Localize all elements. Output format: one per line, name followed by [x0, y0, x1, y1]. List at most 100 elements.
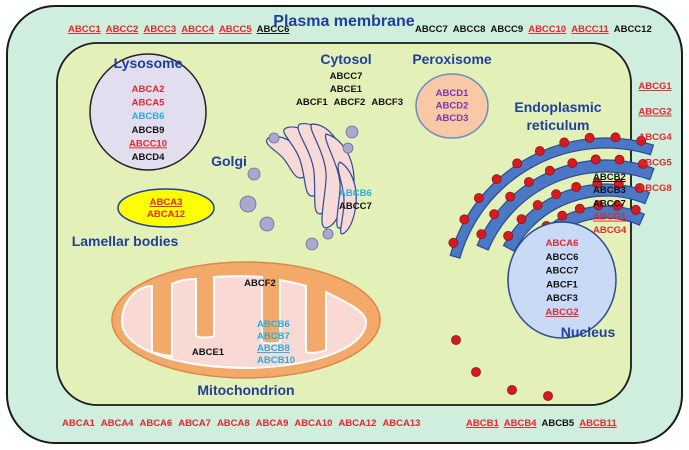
ribosome-dot [507, 385, 517, 395]
gene-label-abcb1: ABCB1 [466, 418, 499, 429]
ribosome-dot [567, 158, 578, 168]
gene-label-abcf1: ABCF1 [296, 97, 328, 108]
gene-label-abca4: ABCA4 [101, 418, 134, 429]
gene-label-abca12: ABCA12 [338, 418, 376, 429]
golgi-title: Golgi [211, 153, 247, 169]
ribosome-dot [593, 200, 604, 211]
plasma-membrane-title: Plasma membrane [273, 13, 415, 30]
gene-label-abcg1: ABCG1 [638, 81, 672, 92]
gene-label-abcb6: ABCB6 [132, 111, 165, 122]
golgi-shape [266, 123, 357, 235]
gene-label-abcg5: ABCG5 [638, 158, 672, 169]
gene-label-abcc7: ABCC7 [330, 71, 363, 82]
gene-label-abcc2: ABCC2 [106, 24, 139, 35]
gene-label-abcb11: ABCB11 [579, 418, 617, 429]
er-cisterna [476, 159, 655, 251]
ribosome-dot [523, 177, 534, 187]
gene-label-abcb2: ABCB2 [593, 172, 626, 183]
gene-label-abcf2: ABCF2 [334, 97, 366, 108]
ribosome-dot [612, 200, 623, 211]
ribosome-dot [491, 174, 502, 185]
ribosome-dot [571, 181, 582, 192]
gene-label-abca2: ABCA2 [132, 84, 165, 95]
ribosome-dot [476, 229, 487, 240]
golgi-vesicles [239, 125, 359, 251]
ribosome-dot [534, 146, 545, 156]
gene-label-abcb6: ABCB6 [339, 188, 372, 199]
gene-label-abca13: ABCA13 [382, 418, 420, 429]
ribosome-dot [551, 189, 561, 200]
ribosome-dot [630, 204, 641, 215]
ribosome-dot [559, 137, 570, 148]
er-title-line2: reticulum [526, 117, 589, 133]
ribosome-dot [544, 165, 555, 176]
gene-label-abca10: ABCA10 [294, 418, 332, 429]
ribosome-dot [613, 178, 624, 189]
gene-label-abcg4: ABCG4 [638, 132, 672, 143]
ribosome-dot [637, 159, 648, 169]
ribosome-dot [512, 158, 523, 169]
gene-label-abcc11: ABCC11 [571, 24, 609, 35]
gene-label-abcc4: ABCC4 [181, 24, 214, 35]
gene-label-abcb10: ABCB10 [257, 355, 295, 366]
gene-label-abcc10: ABCC10 [528, 24, 566, 35]
ribosome-dot [489, 209, 500, 220]
gene-label-abcc10: ABCC10 [129, 138, 167, 149]
nucleus-shape [507, 221, 617, 339]
ribosome-dot [459, 214, 470, 225]
gene-label-abcc6: ABCC6 [546, 252, 579, 263]
gene-label-abca3: ABCA3 [150, 197, 183, 208]
gene-label-abcf1: ABCF1 [546, 279, 578, 290]
gene-label-abcb9: ABCB9 [132, 125, 165, 136]
lysosome-shape [89, 53, 207, 171]
ribosome-dot [516, 214, 527, 224]
ribosome-dot [505, 191, 516, 202]
gene-label-abcg2: ABCG2 [638, 107, 671, 118]
gene-label-abcf3: ABCF3 [371, 97, 403, 108]
gene-label-abcc7: ABCC7 [546, 266, 579, 277]
lamellar-title: Lamellar bodies [72, 233, 179, 249]
endoplasmic-reticulum [448, 132, 655, 401]
ribosome-dot [557, 210, 568, 221]
gene-label-abcc8: ABCC8 [453, 24, 486, 35]
mitochondrion-inner-membrane [120, 275, 368, 370]
gene-label-abca12: ABCA12 [147, 209, 185, 220]
gene-label-abca5: ABCA5 [132, 98, 165, 109]
ribosome-dot [503, 230, 514, 241]
ribosome-dot [473, 193, 484, 203]
gene-label-abca1: ABCA1 [62, 418, 95, 429]
ribosome-dot [471, 367, 481, 377]
gene-label-abca6: ABCA6 [546, 238, 579, 249]
gene-label-abcb8: ABCB8 [257, 343, 290, 354]
gene-label-abcb4: ABCB4 [504, 418, 537, 429]
gene-label-abcf2: ABCF2 [244, 278, 276, 289]
lamellar-body-shape [117, 188, 215, 228]
gene-label-abcf3: ABCF3 [546, 293, 578, 304]
gene-label-abcc7: ABCC7 [593, 198, 626, 209]
gene-label-abce1: ABCE1 [330, 84, 363, 95]
ribosome-dot [614, 154, 625, 165]
peroxisome-shape [415, 73, 489, 139]
gene-label-abcd4: ABCD4 [132, 152, 165, 163]
ribosome-dot [634, 183, 645, 193]
ribosome-dot [532, 200, 543, 210]
gene-label-abcc3: ABCC3 [143, 24, 176, 35]
ribosome-dot [590, 154, 601, 165]
gene-label-abcb3: ABCB3 [593, 185, 626, 196]
gene-label-abcc12: ABCC12 [614, 24, 652, 35]
gene-label-abcc1: ABCC1 [68, 24, 101, 35]
gene-label-abcg8: ABCG8 [638, 183, 671, 194]
ribosome-dot [451, 335, 461, 345]
gene-label-abcd3: ABCD3 [436, 113, 469, 124]
lysosome-title: Lysosome [114, 55, 183, 71]
gene-label-abcc7: ABCC7 [339, 201, 372, 212]
gene-label-abcc5: ABCC5 [219, 24, 252, 35]
peroxisome-title: Peroxisome [412, 51, 492, 67]
gene-label-abcg1: ABCG1 [593, 212, 627, 223]
ribosome-dot [610, 132, 621, 143]
ribosome-dot [574, 203, 585, 214]
er-cisterna [449, 137, 655, 259]
gene-label-abcb6: ABCB6 [257, 319, 290, 330]
